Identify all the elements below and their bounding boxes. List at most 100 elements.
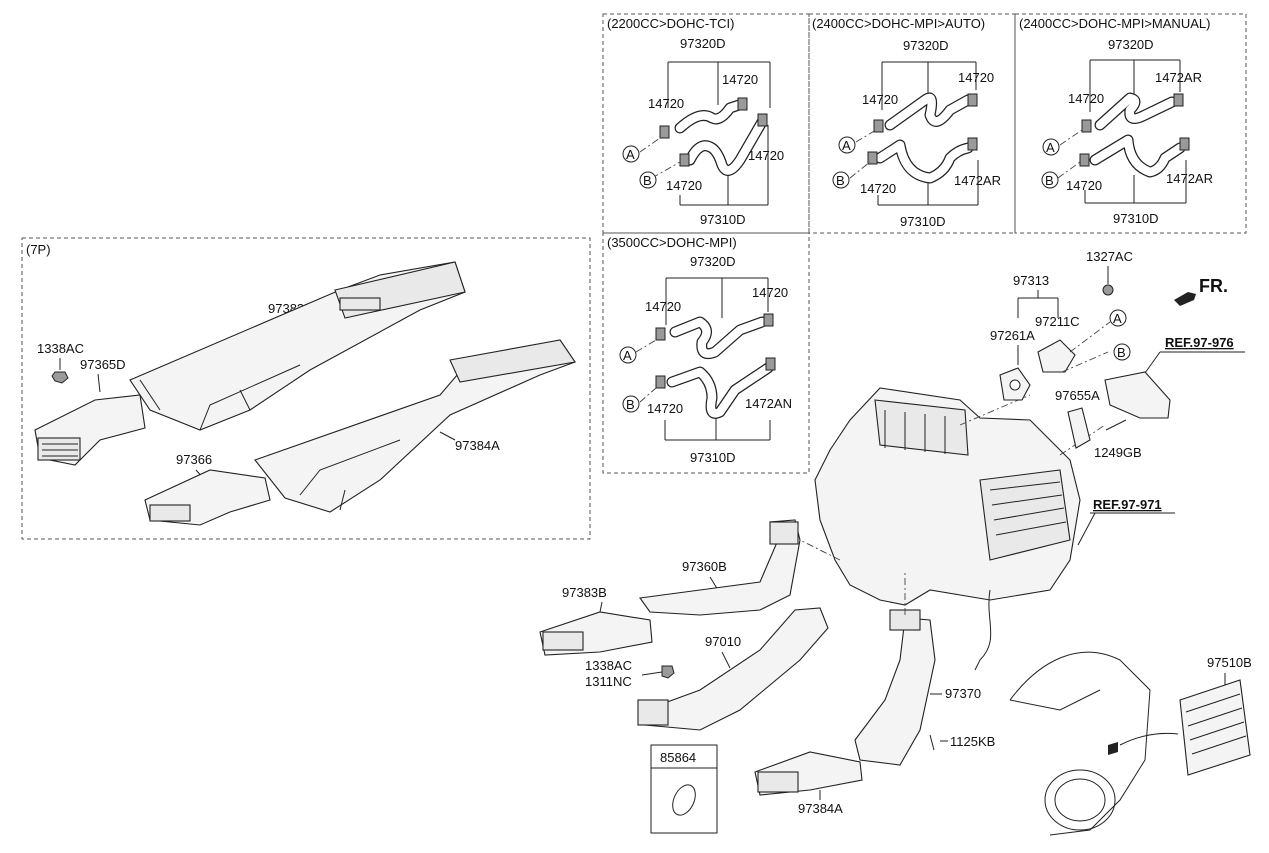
label-85864: 85864 (660, 750, 696, 765)
hose-clamp-d1 (655, 327, 666, 341)
hose-clamp-c3 (1079, 153, 1090, 167)
vehicle-wheel (1044, 769, 1116, 831)
svg-text:A: A (626, 147, 635, 162)
marker-b-2400-auto (832, 171, 850, 189)
svg-text:B: B (626, 397, 635, 412)
variant-box-2200cc: (2200CC>DOHC-TCI) 97320D 14720 14720 A B… (602, 13, 810, 234)
hose-clamp-b1 (873, 119, 884, 133)
leader-97313 (1017, 290, 1059, 318)
label-97310d-b: 97310D (900, 214, 946, 229)
vent-97365d (37, 437, 81, 461)
marker-a-2200 (622, 145, 640, 163)
hose-clamp-c4 (1179, 137, 1190, 151)
svg-text:A: A (623, 348, 632, 363)
leader-97320d-a (667, 61, 771, 108)
variant-title-3500cc: (3500CC>DOHC-MPI) (607, 235, 737, 250)
leader-97310d-c (1084, 160, 1187, 204)
label-14720-c2: 14720 (1066, 178, 1102, 193)
hose-clamp-d2 (763, 313, 774, 327)
reference-97-976[interactable]: REF.97-976 (1165, 335, 1234, 350)
svg-text:B: B (643, 173, 652, 188)
label-97320d-c: 97320D (1108, 37, 1154, 52)
reference-97-971[interactable]: REF.97-971 (1093, 497, 1162, 512)
variant-title-2400cc-auto: (2400CC>DOHC-MPI>AUTO) (812, 16, 985, 31)
label-1338ac-7p: 1338AC (37, 341, 84, 356)
label-14720-a3: 14720 (748, 148, 784, 163)
marker-a-3500 (619, 346, 637, 364)
hose-clamp-a3 (679, 153, 690, 167)
marker-a-2400-manual (1042, 138, 1060, 156)
variant-box-2400cc-auto-frame (808, 13, 1016, 234)
label-97261a: 97261A (990, 328, 1035, 343)
part-85864-frame (650, 744, 718, 834)
marker-a-2400-auto (838, 136, 856, 154)
label-97366: 97366 (176, 452, 212, 467)
hose-clamp-d4 (765, 357, 776, 371)
label-97211c: 97211C (1035, 314, 1080, 329)
hose-clamp-b2 (967, 93, 978, 107)
lower-ducts: 97360B 97383B 97010 1338AC 1311NC 97370 … (539, 519, 995, 816)
hose-clamp-a2 (737, 97, 748, 111)
label-14720-c1: 14720 (1068, 91, 1104, 106)
leader-97320d-b (881, 61, 977, 110)
label-1338ac-main: 1338AC (585, 658, 632, 673)
duct-97370 (854, 617, 936, 766)
seven-passenger-frame (21, 237, 591, 540)
label-97365d: 97365D (80, 357, 126, 372)
label-1472ar-b: 1472AR (954, 173, 1001, 188)
label-1311nc: 1311NC (585, 674, 632, 689)
seven-passenger-title: (7P) (26, 242, 51, 257)
label-14720-a1: 14720 (722, 72, 758, 87)
variant-box-2200cc-frame (602, 13, 810, 234)
hose-clamp-d3 (655, 375, 666, 389)
label-front-direction: FR. (1199, 276, 1228, 296)
label-14720-d2: 14720 (752, 285, 788, 300)
svg-text:B: B (1045, 173, 1054, 188)
label-97655a: 97655A (1055, 388, 1100, 403)
leader-97320d-c (1089, 59, 1181, 112)
leader-97320d-d (665, 277, 769, 325)
label-97384a-7p: 97384A (455, 438, 500, 453)
variant-box-2400cc-auto: (2400CC>DOHC-MPI>AUTO) 97320D 14720 1472… (808, 13, 1016, 234)
label-1125kb: 1125KB (950, 734, 995, 749)
part-85864-box: 85864 (650, 744, 718, 834)
vehicle-body-outline (1009, 651, 1151, 836)
seven-passenger-box: (7P) 97383B 97384A 1338AC 97365D 97366 (21, 237, 591, 540)
marker-b-3500 (622, 395, 640, 413)
label-97010: 97010 (705, 634, 741, 649)
label-97320d-a: 97320D (680, 36, 726, 51)
label-14720-d1: 14720 (645, 299, 681, 314)
label-14720-d3: 14720 (647, 401, 683, 416)
label-1249gb: 1249GB (1094, 445, 1142, 460)
variant-box-3500cc: (3500CC>DOHC-MPI) 97320D 14720 14720 A B… (602, 232, 810, 474)
variant-title-2400cc-manual: (2400CC>DOHC-MPI>MANUAL) (1019, 16, 1210, 31)
label-97383b-main: 97383B (562, 585, 607, 600)
hose-clamp-b4 (967, 137, 978, 151)
label-1472ar-c2: 1472AR (1166, 171, 1213, 186)
leader-97310d-d (664, 418, 771, 441)
label-97310d-c: 97310D (1113, 211, 1159, 226)
svg-text:A: A (1046, 140, 1055, 155)
upper-right-parts: 97313 1327AC 97211C 97261A A B FR. REF.9… (990, 249, 1245, 546)
marker-b-2200 (639, 171, 657, 189)
hose-clamp-a1 (659, 125, 670, 139)
duct-97010 (639, 607, 829, 731)
label-14720-a2: 14720 (648, 96, 684, 111)
label-1327ac: 1327AC (1086, 249, 1133, 264)
nut-1338ac-main (661, 665, 675, 679)
gasket-97211c (1037, 339, 1076, 373)
label-14720-a4: 14720 (666, 178, 702, 193)
seal-97655a (1067, 407, 1091, 449)
label-97320d-d: 97320D (690, 254, 736, 269)
screw-1125kb (929, 734, 935, 751)
leader-97310d-a (679, 125, 769, 206)
hose-clamp-a4 (757, 113, 768, 127)
marker-a-main (1109, 309, 1127, 327)
leader-97310d-b (877, 160, 979, 206)
marker-b-main (1113, 343, 1131, 361)
variant-box-2400cc-manual-frame (1014, 13, 1247, 234)
label-97360b: 97360B (682, 559, 727, 574)
label-97370: 97370 (945, 686, 981, 701)
ref-97-976-part (1104, 371, 1171, 419)
label-97510b: 97510B (1207, 655, 1252, 670)
